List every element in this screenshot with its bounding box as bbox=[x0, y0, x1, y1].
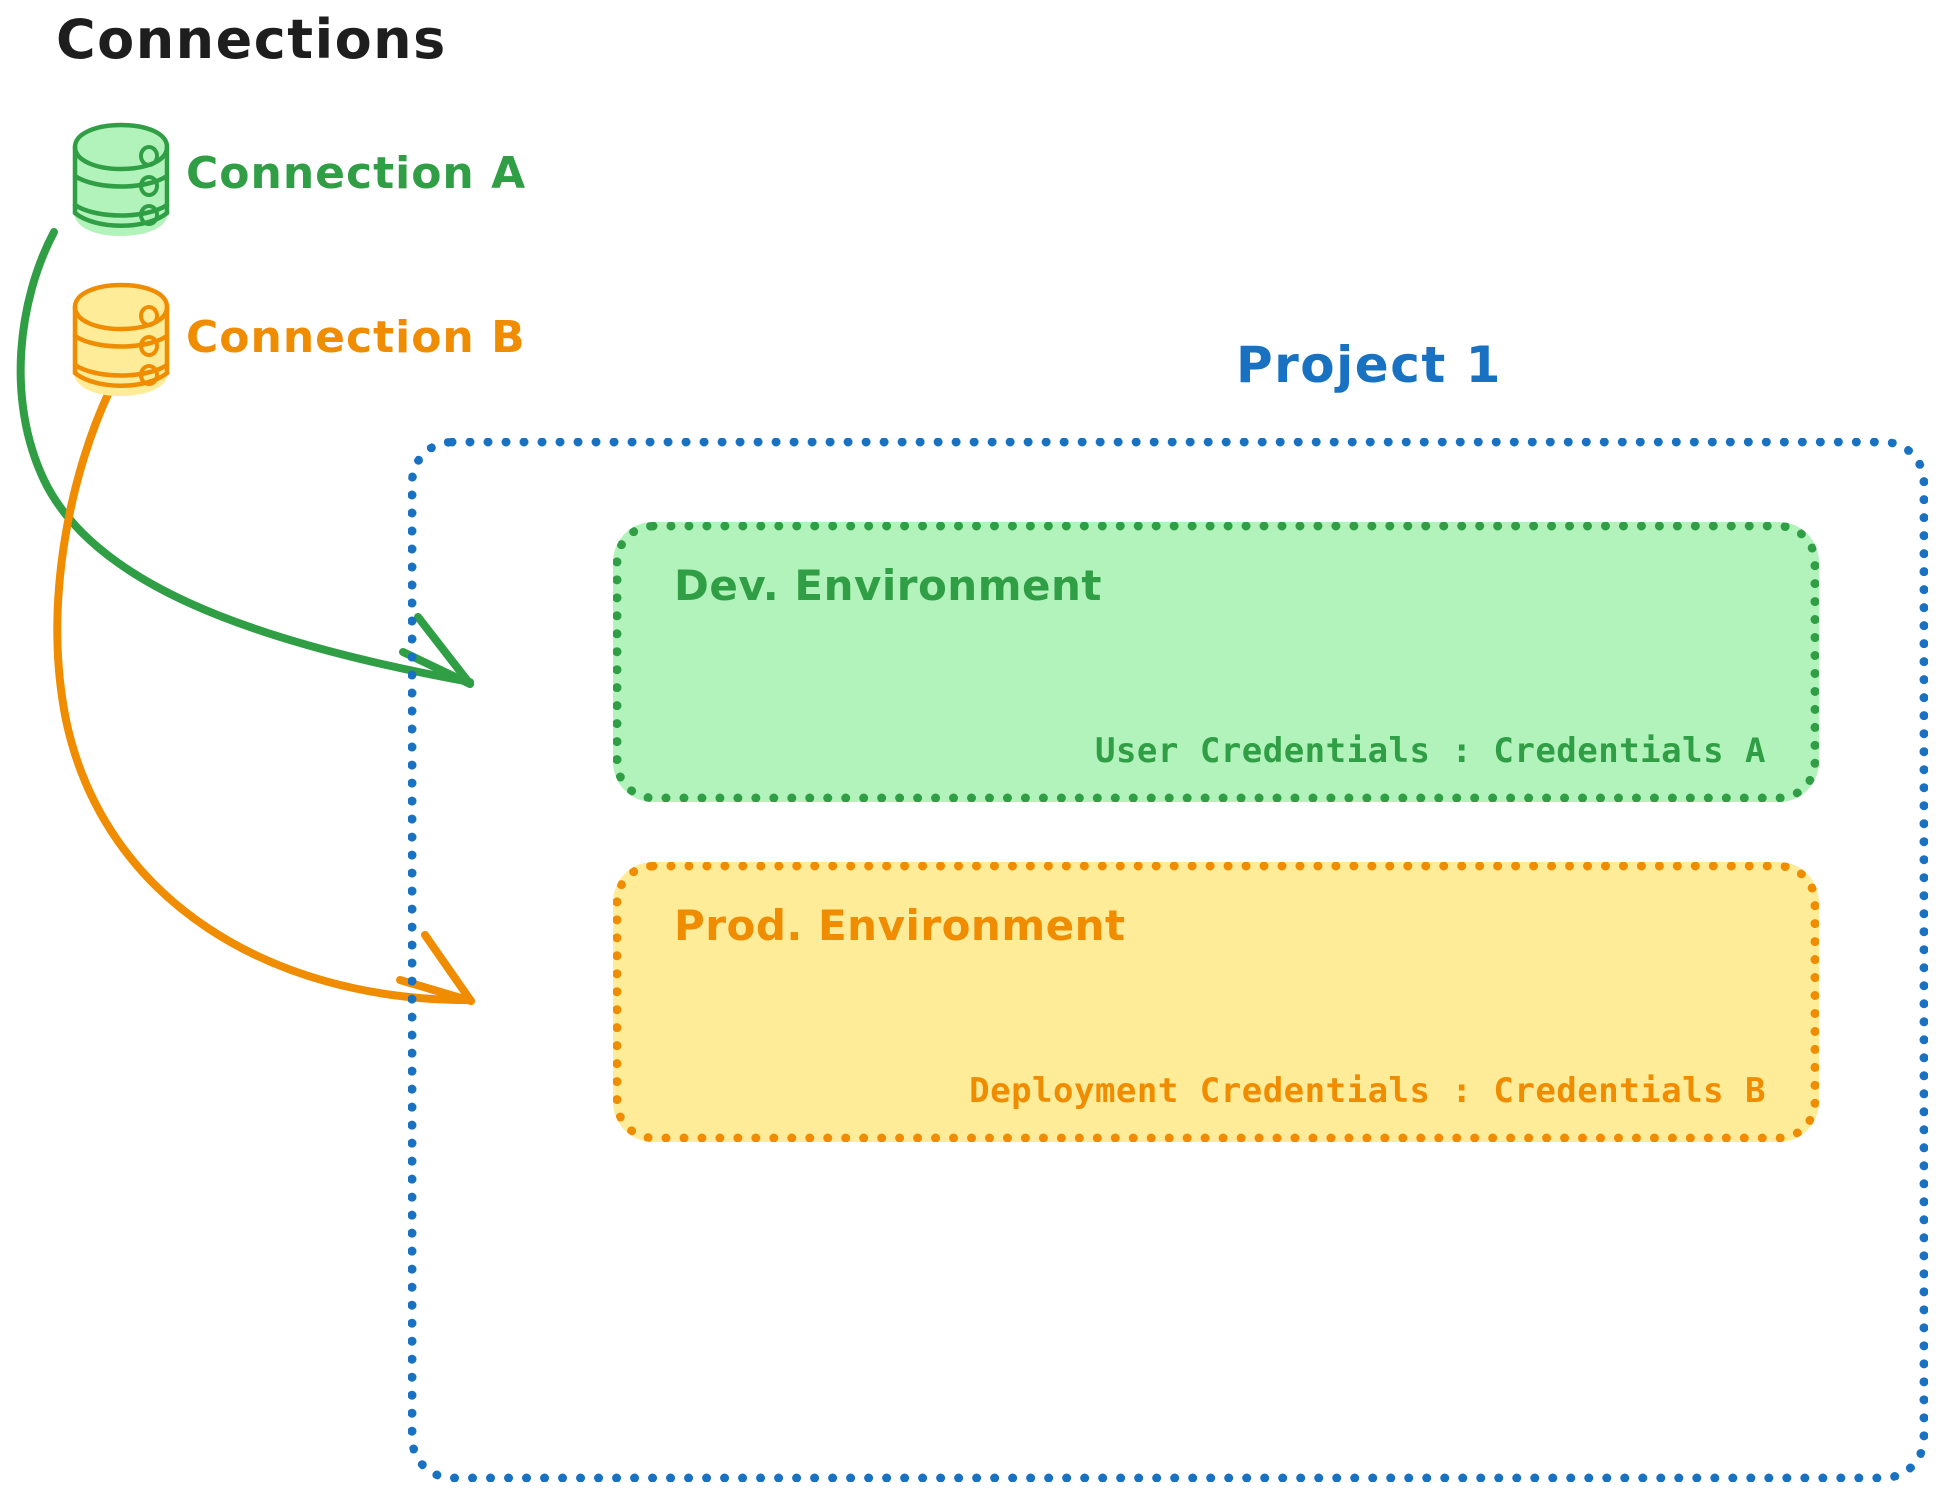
page-title: Connections bbox=[56, 8, 447, 71]
dev-environment-title: Dev. Environment bbox=[674, 561, 1102, 610]
database-cylinder-icon-a bbox=[72, 122, 170, 236]
connection-a-label: Connection A bbox=[186, 148, 527, 199]
prod-environment-box: Prod. Environment Deployment Credentials… bbox=[613, 862, 1819, 1142]
project-container bbox=[408, 438, 1928, 1482]
prod-environment-title: Prod. Environment bbox=[674, 901, 1126, 950]
project-title: Project 1 bbox=[1236, 336, 1502, 394]
dev-environment-credentials: User Credentials : Credentials A bbox=[1094, 731, 1766, 771]
dev-environment-box: Dev. Environment User Credentials : Cred… bbox=[613, 522, 1819, 802]
database-cylinder-icon-b bbox=[72, 282, 170, 396]
connection-b-label: Connection B bbox=[186, 312, 526, 363]
prod-environment-credentials: Deployment Credentials : Credentials B bbox=[969, 1071, 1766, 1111]
